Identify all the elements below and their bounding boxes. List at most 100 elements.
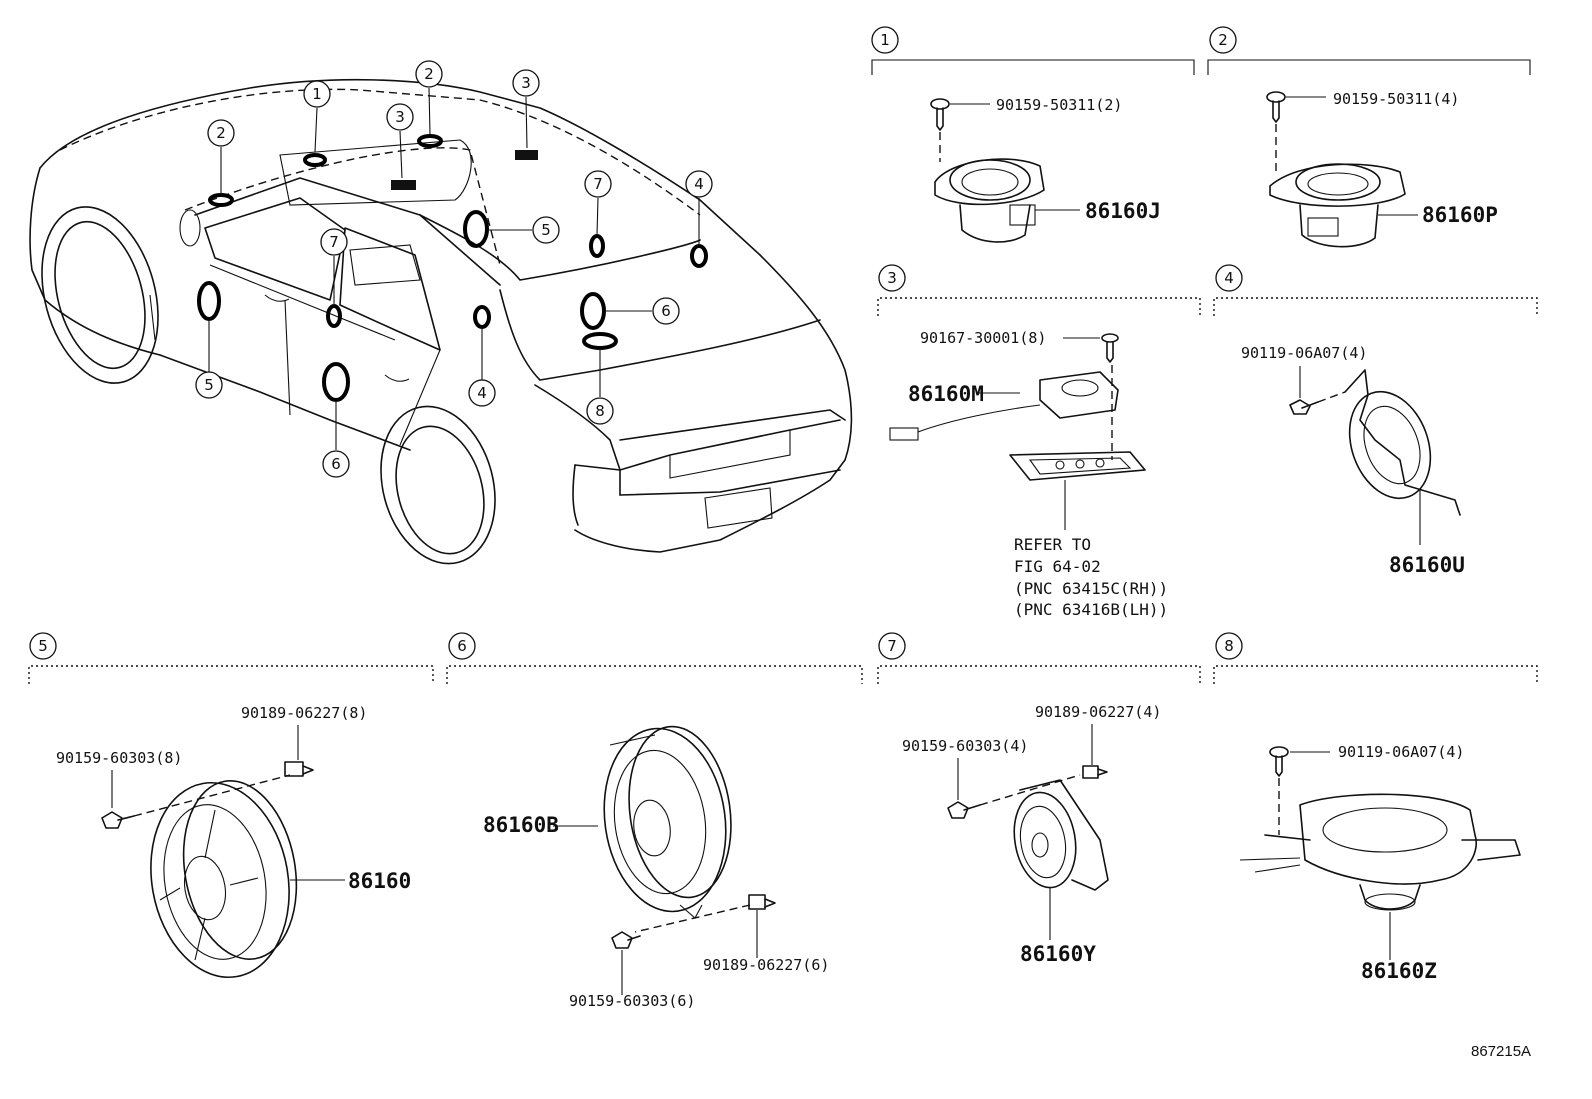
refer-note-line-3: (PNC 63415C(RH)) [1014,579,1168,598]
refer-note-line-4: (PNC 63416B(LH)) [1014,600,1168,619]
group-header-1: 1 [871,26,1195,75]
car-callout-2b: 2 [415,60,443,88]
group-4-parts: 90119-06A07(4) 86160U [1241,344,1465,577]
svg-text:4: 4 [694,175,704,193]
part-label: 86160U [1389,553,1465,577]
car-callout-2a: 2 [207,119,235,147]
part-label: 90119-06A07(4) [1241,344,1367,362]
svg-text:2: 2 [424,65,434,83]
part-label: 90159-60303(6) [569,992,695,1010]
group-5-parts: 90189-06227(8) 90159-60303(8) 86160 [56,704,411,979]
svg-text:4: 4 [477,384,487,402]
car-callout-8: 8 [586,397,614,425]
part-label: 90159-60303(4) [902,737,1028,755]
screw-icon [930,98,950,131]
figure-reference: 867215A [1471,1043,1531,1060]
svg-text:5: 5 [541,221,551,239]
speaker-grille-icon [1009,451,1146,481]
refer-note-line-1: REFER TO [1014,535,1091,554]
svg-text:4: 4 [1224,269,1234,287]
part-label: 86160J [1085,199,1161,223]
group-header-7: 7 [877,632,1201,684]
car-callout-6a: 6 [652,297,680,325]
svg-text:7: 7 [593,175,603,193]
svg-text:2: 2 [216,124,226,142]
refer-note-line-2: FIG 64-02 [1014,557,1101,576]
group-3-parts: 90167-30001(8) 86160M REFER TO FIG 64-02… [889,329,1168,619]
midrange-speaker-icon [1013,779,1109,891]
part-label: 90189-06227(6) [703,956,829,974]
car-callout-5b: 5 [195,371,223,399]
group-header-6: 6 [446,632,863,684]
bolt-icon [101,811,135,829]
door-speaker-icon [1344,369,1461,516]
svg-text:6: 6 [661,302,671,320]
svg-text:1: 1 [880,31,890,49]
svg-text:6: 6 [331,455,341,473]
car-callout-6b: 6 [322,450,350,478]
group-header-5: 5 [28,632,434,684]
part-label: 86160 [348,869,411,893]
group-header-4: 4 [1213,264,1538,316]
group-header-2: 2 [1207,26,1531,75]
part-label: 90189-06227(8) [241,704,367,722]
part-label: 90159-50311(2) [996,96,1122,114]
svg-text:2: 2 [1218,31,1228,49]
svg-text:1: 1 [312,85,322,103]
svg-text:3: 3 [887,269,897,287]
car-callout-3b: 3 [512,69,540,97]
bolt-icon [1289,399,1319,415]
clip-icon [748,894,776,910]
car-callout-4a: 4 [685,170,713,198]
subwoofer-speaker-icon [1239,793,1521,911]
group-2-parts: 90159-50311(4) 86160P [1266,90,1498,248]
group-7-parts: 90189-06227(4) 90159-60303(4) 86160Y [902,703,1161,966]
group-8-parts: 90119-06A07(4) 86160Z [1239,743,1521,983]
svg-text:3: 3 [395,108,405,126]
svg-text:3: 3 [521,74,531,92]
tweeter-speaker-icon [934,158,1045,243]
car-callout-7a: 7 [584,170,612,198]
car-callout-5a: 5 [532,216,560,244]
svg-text:8: 8 [595,402,605,420]
svg-text:5: 5 [38,637,48,655]
part-label: 90119-06A07(4) [1338,743,1464,761]
svg-text:8: 8 [1224,637,1234,655]
group-1-parts: 90159-50311(2) 86160J [930,96,1161,243]
part-label: 90167-30001(8) [920,329,1046,347]
center-speaker-icon [889,371,1119,441]
screw-icon [1266,91,1286,123]
svg-text:7: 7 [329,233,339,251]
group-6-parts: 86160B 90189-06227(6) 90159-60303(6) [483,725,829,1010]
screw-icon [1269,746,1289,777]
woofer-speaker-icon [150,780,298,979]
part-label: 90189-06227(4) [1035,703,1161,721]
group-header-3: 3 [877,264,1201,316]
bolt-icon [611,931,641,949]
screw-icon [1101,333,1119,363]
woofer-speaker-icon [603,725,732,919]
car-callout-7b: 7 [320,228,348,256]
svg-text:7: 7 [887,637,897,655]
tweeter-speaker-icon [1269,163,1406,248]
car-illustration: 1 2 2 3 3 4 4 5 5 6 6 7 7 8 [29,60,853,565]
bolt-icon [947,801,981,819]
group-header-8: 8 [1213,632,1538,684]
part-label: 90159-60303(8) [56,749,182,767]
part-label: 90159-50311(4) [1333,90,1459,108]
part-label: 86160Y [1020,942,1096,966]
group-headers: 1 2 3 4 5 6 7 8 [28,26,1538,684]
svg-text:6: 6 [457,637,467,655]
car-callout-1: 1 [303,80,331,108]
clip-icon [284,761,314,777]
part-label: 86160Z [1361,959,1437,983]
svg-text:5: 5 [204,376,214,394]
car-callout-3a: 3 [386,103,414,131]
part-label: 86160P [1422,203,1498,227]
part-label: 86160M [908,382,984,406]
car-callout-4b: 4 [468,379,496,407]
part-label: 86160B [483,813,559,837]
clip-icon [1082,765,1108,779]
